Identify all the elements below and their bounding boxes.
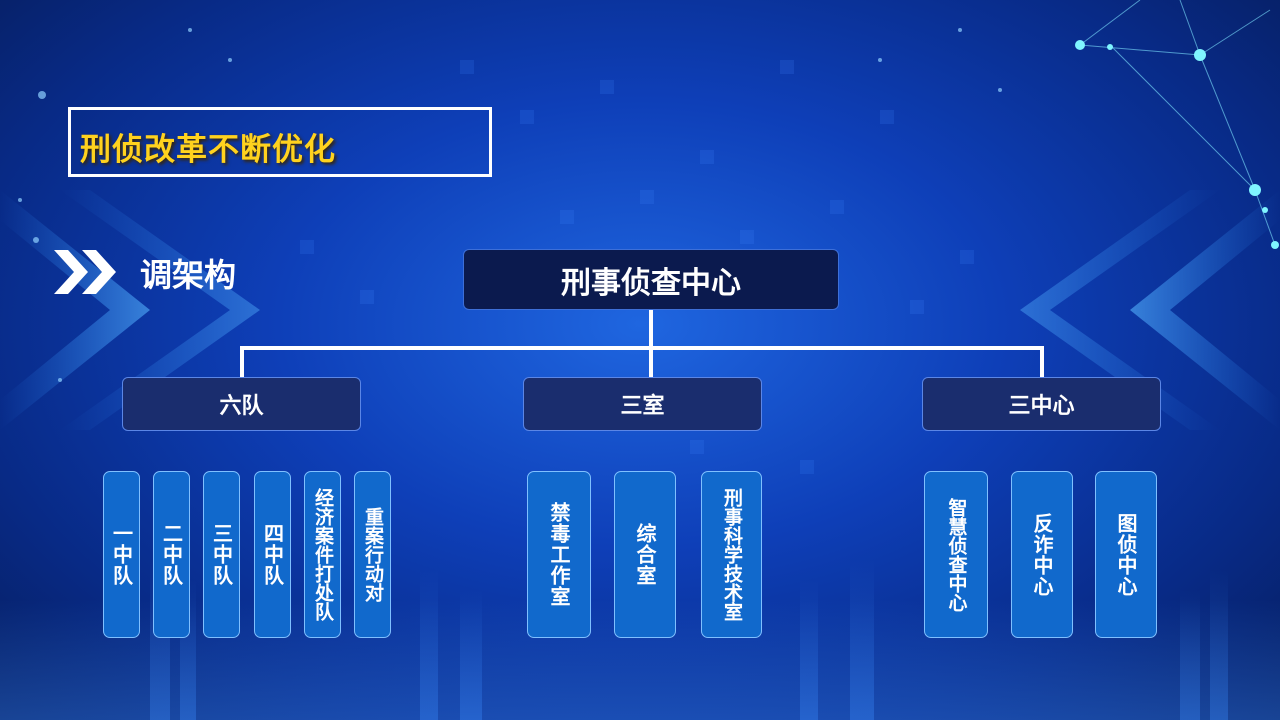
connector-horizontal [240, 346, 1044, 350]
leaf-label: 禁毒工作室 [547, 502, 571, 607]
group-node-three-offices: 三室 [523, 377, 762, 431]
leaf-node: 四中队 [254, 471, 291, 638]
leaf-label: 三中队 [209, 523, 234, 586]
leaf-label: 重案行动对 [362, 507, 384, 602]
title-frame-tick-bottom [489, 137, 492, 177]
leaf-node: 综合室 [614, 471, 676, 638]
leaf-label: 综合室 [633, 523, 657, 586]
connector-left-drop [240, 346, 244, 377]
leaf-label: 一中队 [109, 523, 134, 586]
leaf-node: 智慧侦查中心 [924, 471, 988, 638]
group-node-three-centers: 三中心 [922, 377, 1161, 431]
connector-root-stem [649, 310, 653, 377]
org-root-node: 刑事侦查中心 [463, 249, 839, 310]
leaf-label: 智慧侦查中心 [945, 497, 968, 612]
leaf-node: 重案行动对 [354, 471, 391, 638]
leaf-label: 四中队 [260, 523, 285, 586]
leaf-label: 二中队 [159, 523, 184, 586]
leaf-label: 刑事科学技术室 [721, 488, 743, 621]
leaf-label: 反诈中心 [1030, 512, 1054, 597]
leaf-node: 刑事科学技术室 [701, 471, 762, 638]
group-node-six-teams: 六队 [122, 377, 361, 431]
page-title: 刑侦改革不断优化 [80, 132, 336, 168]
title-frame-tick-top [489, 107, 492, 147]
connector-right-drop [1040, 346, 1044, 377]
leaf-node: 三中队 [203, 471, 240, 638]
double-chevron-right-icon [54, 250, 116, 294]
leaf-node: 一中队 [103, 471, 140, 638]
leaf-label: 经济案件打处队 [312, 488, 334, 621]
leaf-label: 图侦中心 [1114, 512, 1138, 597]
leaf-node: 反诈中心 [1011, 471, 1073, 638]
leaf-node: 图侦中心 [1095, 471, 1157, 638]
section-subtitle: 调架构 [140, 256, 237, 294]
title-frame [68, 107, 492, 177]
leaf-node: 二中队 [153, 471, 190, 638]
leaf-node: 经济案件打处队 [304, 471, 341, 638]
leaf-node: 禁毒工作室 [527, 471, 591, 638]
